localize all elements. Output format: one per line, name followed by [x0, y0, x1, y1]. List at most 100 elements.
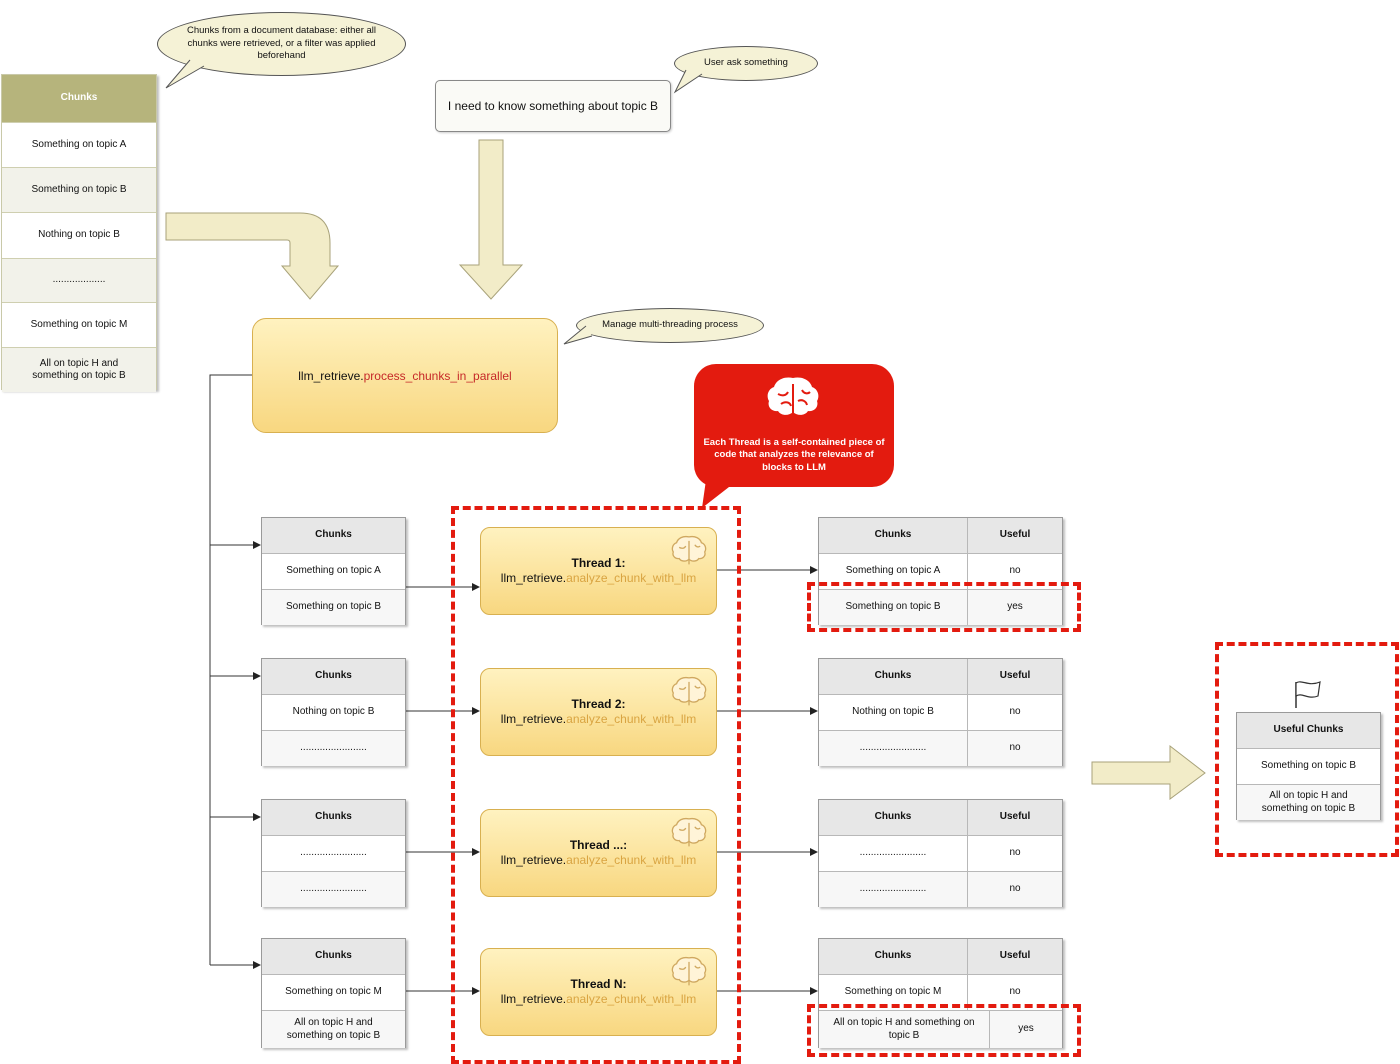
callout-tail — [702, 480, 738, 508]
user-query-text: I need to know something about topic B — [447, 99, 659, 113]
thread-1-title: Thread 1: — [571, 556, 626, 570]
result-4-header-useful: Useful — [967, 939, 1062, 974]
batch-2-chunk-1: Nothing on topic B — [292, 706, 375, 718]
big-arrow-query-to-process — [458, 139, 524, 300]
batch-3-header: Chunks — [262, 800, 405, 835]
useful-chunk-1: Something on topic B — [1260, 760, 1357, 772]
result-2-row-2-useful: no — [967, 731, 1062, 766]
batch-4-chunk-2: All on topic H and something on topic B — [262, 1011, 405, 1048]
batch-3-chunk-1: ........................ — [300, 847, 367, 859]
manage-note-bubble: Manage multi-threading process — [576, 308, 764, 343]
batch-2-chunk-2: ........................ — [262, 731, 405, 766]
source-row-3: Nothing on topic B — [38, 229, 120, 241]
process-object: llm_retrieve — [298, 368, 361, 383]
result-2-row-1-chunk: Nothing on topic B — [852, 706, 934, 718]
result-1-row-2-chunk: Something on topic B — [819, 590, 967, 625]
result-4-row-2-useful: yes — [989, 1011, 1062, 1048]
thread-4-object: llm_retrieve — [500, 992, 563, 1006]
result-3-row-2-chunk: ........................ — [819, 872, 967, 907]
result-2-header-useful: Useful — [967, 659, 1062, 694]
process-trunk-line — [209, 374, 252, 965]
thread-4-method: analyze_chunk_with_llm — [566, 992, 697, 1006]
thread-3-object: llm_retrieve — [500, 853, 563, 867]
big-arrow-to-final — [1091, 744, 1206, 800]
result-4-row-1-useful: no — [967, 975, 1062, 1010]
batch-1-header: Chunks — [262, 518, 405, 553]
useful-chunks-table: Useful Chunks Something on topic B All o… — [1236, 712, 1381, 820]
result-3-header-chunks: Chunks — [819, 800, 967, 835]
brain-icon — [767, 377, 819, 420]
thread-2-box: Thread 2: llm_retrieve.analyze_chunk_wit… — [480, 668, 717, 756]
thread-1-object: llm_retrieve — [500, 571, 563, 585]
source-row-6: All on topic H and something on topic B — [2, 348, 156, 392]
result-3-row-2-useful: no — [967, 872, 1062, 907]
process-method: process_chunks_in_parallel — [363, 368, 512, 383]
batch-3-chunk-2: ........................ — [262, 872, 405, 907]
source-table-header: Chunks — [2, 75, 156, 122]
result-3-header-useful: Useful — [967, 800, 1062, 835]
manage-note-tail — [563, 325, 593, 345]
result-2-header-chunks: Chunks — [819, 659, 967, 694]
thread-3-title: Thread ...: — [569, 838, 628, 852]
source-row-4: ................... — [2, 259, 156, 302]
thread-4-title: Thread N: — [570, 977, 627, 991]
batch-2-chunks-table: Chunks Nothing on topic B ..............… — [261, 658, 406, 766]
flag-icon — [1295, 681, 1321, 708]
thread-callout: Each Thread is a self-contained piece of… — [694, 364, 894, 487]
result-4-row-2-chunk: All on topic H and something on topic B — [819, 1011, 989, 1048]
result-1-row-1-chunk: Something on topic A — [845, 565, 941, 577]
result-2-row-1-useful: no — [967, 695, 1062, 730]
source-row-1: Something on topic A — [31, 138, 127, 150]
brain-icon — [671, 676, 707, 706]
result-4-row-1-chunk: Something on topic M — [844, 986, 942, 998]
brain-icon — [671, 817, 707, 847]
result-4-header-chunks: Chunks — [819, 939, 967, 974]
thread-2-object: llm_retrieve — [500, 712, 563, 726]
useful-chunk-2: All on topic H and something on topic B — [1237, 785, 1380, 820]
batch-1-chunk-1: Something on topic A — [286, 565, 381, 577]
batch-1-chunks-table: Chunks Something on topic A Something on… — [261, 517, 406, 625]
thread-3-box: Thread ...: llm_retrieve.analyze_chunk_w… — [480, 809, 717, 897]
brain-icon — [671, 956, 707, 986]
result-1-row-2-useful: yes — [967, 590, 1062, 625]
batch-1-chunk-2: Something on topic B — [262, 590, 405, 625]
result-1-header-useful: Useful — [967, 518, 1062, 553]
source-note-tail — [165, 59, 205, 89]
result-3-row-1-useful: no — [967, 836, 1062, 871]
user-note-tail — [673, 69, 703, 94]
useful-chunks-header: Useful Chunks — [1237, 713, 1380, 748]
batch-3-chunks-table: Chunks ........................ ........… — [261, 799, 406, 907]
thread-1-box: Thread 1: llm_retrieve.analyze_chunk_wit… — [480, 527, 717, 615]
source-note-text: Chunks from a document database: either … — [186, 25, 377, 62]
source-row-5: Something on topic M — [30, 318, 128, 330]
result-3-row-1-chunk: ........................ — [859, 847, 927, 859]
source-note-bubble: Chunks from a document database: either … — [157, 12, 406, 76]
thread-2-method: analyze_chunk_with_llm — [566, 712, 697, 726]
manage-note-text: Manage multi-threading process — [602, 319, 738, 331]
batch-4-chunks-table: Chunks Something on topic M All on topic… — [261, 938, 406, 1048]
thread-3-method: analyze_chunk_with_llm — [566, 853, 697, 867]
batch-2-header: Chunks — [262, 659, 405, 694]
result-2-row-2-chunk: ........................ — [819, 731, 967, 766]
big-arrow-source-to-process — [165, 212, 340, 300]
user-note-text: User ask something — [704, 57, 788, 69]
result-1-row-1-useful: no — [967, 554, 1062, 589]
batch-4-chunk-1: Something on topic M — [285, 986, 382, 998]
thread-1-method: analyze_chunk_with_llm — [566, 571, 697, 585]
user-query-box: I need to know something about topic B — [435, 80, 671, 132]
thread-4-box: Thread N: llm_retrieve.analyze_chunk_wit… — [480, 948, 717, 1036]
process-dot: . — [360, 368, 364, 383]
callout-text: Each Thread is a self-contained piece of… — [703, 437, 885, 473]
source-row-2: Something on topic B — [2, 168, 156, 212]
thread-2-title: Thread 2: — [571, 697, 626, 711]
process-chunks-box: llm_retrieve.process_chunks_in_parallel — [252, 318, 558, 433]
batch-4-header: Chunks — [262, 939, 405, 974]
brain-icon — [671, 535, 707, 565]
result-1-header-chunks: Chunks — [819, 518, 967, 553]
source-chunks-table: Chunks Something on topic A Something on… — [1, 74, 157, 392]
